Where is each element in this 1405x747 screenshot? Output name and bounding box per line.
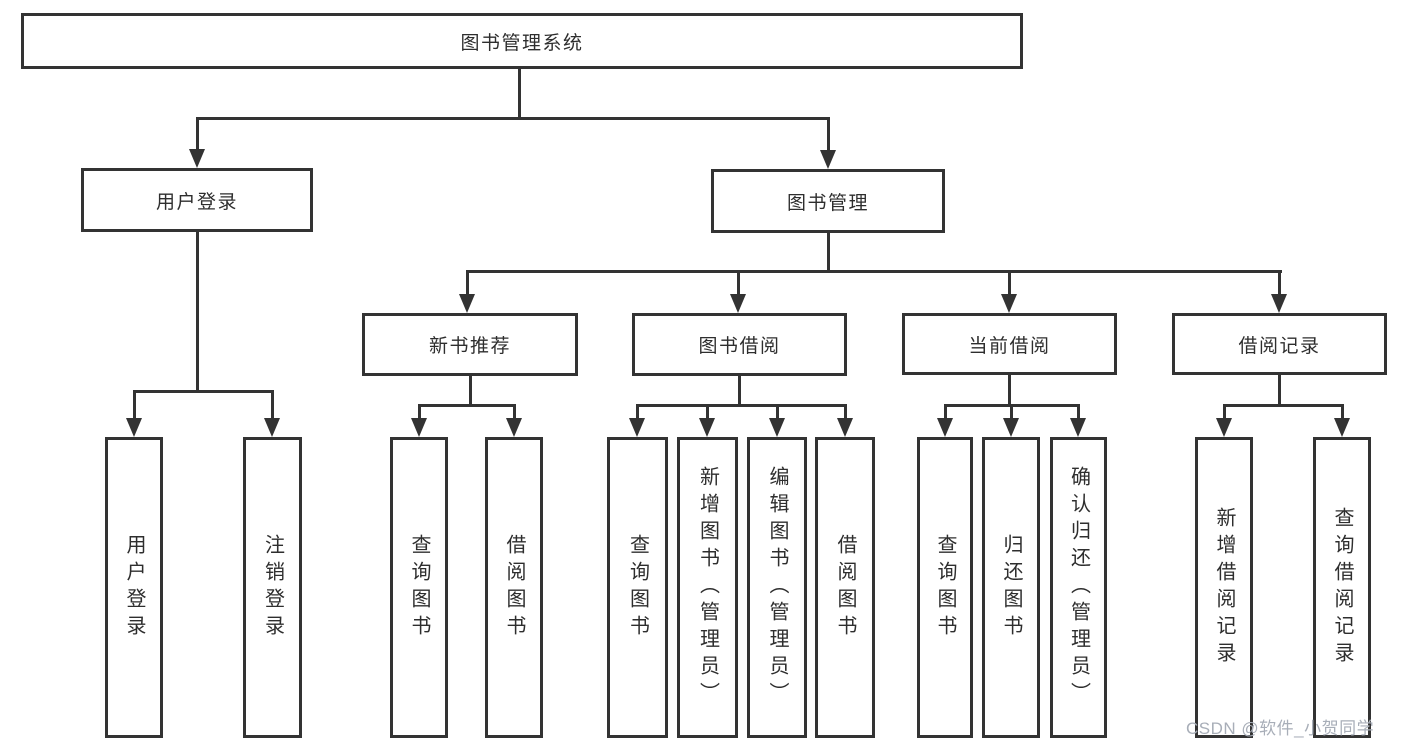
connector-hline <box>466 270 1282 273</box>
connector-vline <box>518 69 521 118</box>
connector-vline <box>827 117 830 153</box>
leaf-query-borrow-record-label: 查询借阅记录 <box>1331 506 1353 669</box>
node-book-management-label: 图书管理 <box>786 192 869 214</box>
connector-vline <box>844 404 847 420</box>
connector-vline <box>706 404 709 420</box>
connector-vline <box>636 404 639 420</box>
arrowhead-down-icon <box>189 149 205 168</box>
connector-hline <box>1223 404 1344 407</box>
node-current-borrow: 当前借阅 <box>902 313 1117 375</box>
node-user-login: 用户登录 <box>81 168 313 232</box>
arrowhead-down-icon <box>459 294 475 313</box>
arrowhead-down-icon <box>1334 418 1350 437</box>
arrowhead-down-icon <box>1216 418 1232 437</box>
node-borrow-records-label: 借阅记录 <box>1238 335 1321 357</box>
arrowhead-down-icon <box>1070 418 1086 437</box>
connector-vline <box>944 404 947 420</box>
leaf-borrow-books-label: 借阅图书 <box>834 533 856 642</box>
arrowhead-down-icon <box>1271 294 1287 313</box>
node-new-book-recommend-label: 新书推荐 <box>428 336 511 357</box>
leaf-return-books-label: 归还图书 <box>1000 533 1022 642</box>
arrowhead-down-icon <box>126 418 142 437</box>
node-current-borrow-label: 当前借阅 <box>968 335 1051 357</box>
leaf-user-login: 用户登录 <box>105 437 163 738</box>
connector-vline <box>196 232 199 393</box>
connector-hline <box>636 404 847 407</box>
leaf-edit-books-admin-label: 编辑图书（管理员） <box>766 466 788 709</box>
csdn-watermark: CSDN @软件_小贺同学 <box>1186 719 1375 738</box>
arrowhead-down-icon <box>937 418 953 437</box>
leaf-recommend-borrow-books-label: 借阅图书 <box>503 533 525 642</box>
connector-vline <box>1278 375 1281 406</box>
node-borrow-records: 借阅记录 <box>1172 313 1387 375</box>
connector-vline <box>1008 375 1011 406</box>
node-book-borrow: 图书借阅 <box>632 313 847 376</box>
connector-vline <box>1010 404 1013 420</box>
connector-vline <box>827 233 830 273</box>
leaf-add-books-admin: 新增图书（管理员） <box>677 437 738 738</box>
arrowhead-down-icon <box>730 294 746 313</box>
leaf-user-login-label: 用户登录 <box>123 533 145 642</box>
connector-vline <box>418 404 421 420</box>
connector-hline <box>418 404 516 407</box>
leaf-recommend-borrow-books: 借阅图书 <box>485 437 543 738</box>
arrowhead-down-icon <box>411 418 427 437</box>
node-user-login-label: 用户登录 <box>155 191 238 213</box>
arrowhead-down-icon <box>1003 418 1019 437</box>
arrowhead-down-icon <box>837 418 853 437</box>
connector-vline <box>1008 270 1011 298</box>
connector-vline <box>1278 270 1281 298</box>
arrowhead-down-icon <box>506 418 522 437</box>
node-root-label: 图书管理系统 <box>460 32 584 54</box>
leaf-return-books: 归还图书 <box>982 437 1040 738</box>
leaf-edit-books-admin: 编辑图书（管理员） <box>747 437 807 738</box>
leaf-query-borrow-record: 查询借阅记录 <box>1313 437 1371 738</box>
connector-vline <box>737 270 740 298</box>
connector-vline <box>1077 404 1080 420</box>
node-book-management: 图书管理 <box>711 169 945 233</box>
node-book-borrow-label: 图书借阅 <box>698 336 781 357</box>
connector-vline <box>133 390 136 422</box>
arrowhead-down-icon <box>769 418 785 437</box>
arrowhead-down-icon <box>264 418 280 437</box>
leaf-confirm-return-admin: 确认归还（管理员） <box>1050 437 1107 738</box>
connector-vline <box>1223 404 1226 420</box>
leaf-recommend-query-books: 查询图书 <box>390 437 448 738</box>
leaf-current-query-books: 查询图书 <box>917 437 973 738</box>
leaf-confirm-return-admin-label: 确认归还（管理员） <box>1067 466 1090 709</box>
connector-vline <box>776 404 779 420</box>
arrowhead-down-icon <box>820 150 836 169</box>
leaf-recommend-query-books-label: 查询图书 <box>408 533 430 642</box>
connector-hline <box>196 117 830 120</box>
arrowhead-down-icon <box>629 418 645 437</box>
connector-vline <box>196 117 199 153</box>
connector-vline <box>466 270 469 298</box>
leaf-add-borrow-record: 新增借阅记录 <box>1195 437 1253 738</box>
arrowhead-down-icon <box>699 418 715 437</box>
leaf-borrow-query-books: 查询图书 <box>607 437 668 738</box>
node-root: 图书管理系统 <box>21 13 1023 69</box>
connector-vline <box>271 390 274 422</box>
leaf-add-books-admin-label: 新增图书（管理员） <box>696 466 719 709</box>
connector-hline <box>133 390 274 393</box>
connector-vline <box>1341 404 1344 420</box>
arrowhead-down-icon <box>1001 294 1017 313</box>
node-new-book-recommend: 新书推荐 <box>362 313 578 376</box>
connector-vline <box>469 376 472 407</box>
leaf-logout-label: 注销登录 <box>261 533 284 642</box>
leaf-add-borrow-record-label: 新增借阅记录 <box>1213 506 1235 669</box>
connector-vline <box>513 404 516 420</box>
leaf-logout: 注销登录 <box>243 437 302 738</box>
leaf-borrow-books: 借阅图书 <box>815 437 875 738</box>
leaf-borrow-query-books-label: 查询图书 <box>626 533 649 642</box>
connector-vline <box>738 376 741 407</box>
leaf-current-query-books-label: 查询图书 <box>934 533 956 642</box>
